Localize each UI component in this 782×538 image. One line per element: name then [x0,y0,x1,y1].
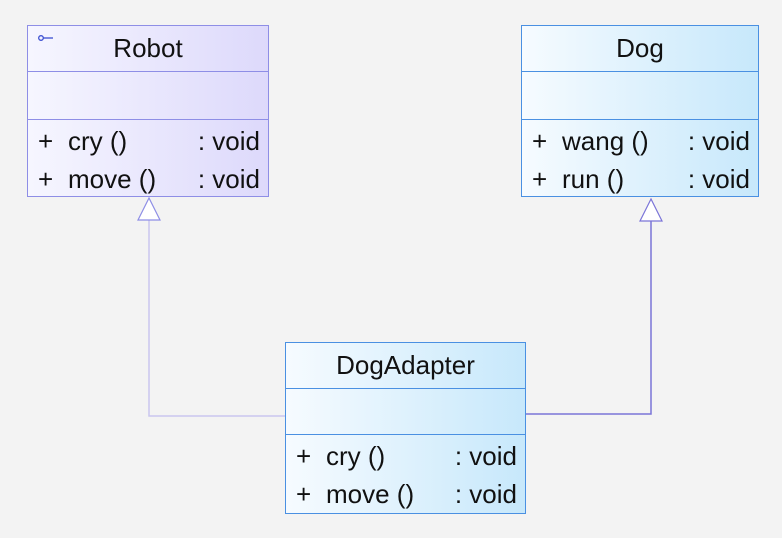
operations-compartment: + wang () : void + run () : void [522,120,758,198]
visibility: + [296,440,312,471]
class-dog[interactable]: Dog + wang () : void + run () : void [521,25,759,197]
return-type: : void [454,478,517,509]
class-name: Dog [616,33,664,63]
class-name-row: Dog [522,26,758,72]
operation-row[interactable]: + wang () : void [522,122,758,160]
attributes-compartment [286,389,525,435]
class-name-row: DogAdapter [286,343,525,389]
operation-row[interactable]: + cry () : void [28,122,268,160]
return-type: : void [197,125,260,156]
class-dog-adapter[interactable]: DogAdapter + cry () : void + move () : v… [285,342,526,514]
generalization-line [526,221,652,415]
realization-line [148,220,285,417]
operation-row[interactable]: + cry () : void [286,437,525,475]
return-type: : void [687,125,750,156]
class-name-row: Robot [28,26,268,72]
operation-name: move () [326,478,415,509]
interface-icon [38,35,53,41]
operation-row[interactable]: + move () : void [286,475,525,513]
visibility: + [532,125,548,156]
generalization-arrowhead [639,197,663,222]
operations-compartment: + cry () : void + move () : void [286,435,525,513]
operation-name: move () [68,163,157,194]
class-name: Robot [113,33,183,63]
operation-row[interactable]: + run () : void [522,160,758,198]
operation-name: wang () [562,125,649,156]
visibility: + [38,163,54,194]
operations-compartment: + cry () : void + move () : void [28,120,268,198]
operation-name: run () [562,163,625,194]
class-robot[interactable]: Robot + cry () : void + move () : void [27,25,269,197]
realization-arrowhead [137,196,161,221]
attributes-compartment [522,72,758,120]
visibility: + [38,125,54,156]
attributes-compartment [28,72,268,120]
operation-name: cry () [326,440,386,471]
visibility: + [296,478,312,509]
return-type: : void [197,163,260,194]
return-type: : void [687,163,750,194]
operation-row[interactable]: + move () : void [28,160,268,198]
operation-name: cry () [68,125,128,156]
visibility: + [532,163,548,194]
class-name: DogAdapter [336,350,475,380]
return-type: : void [454,440,517,471]
